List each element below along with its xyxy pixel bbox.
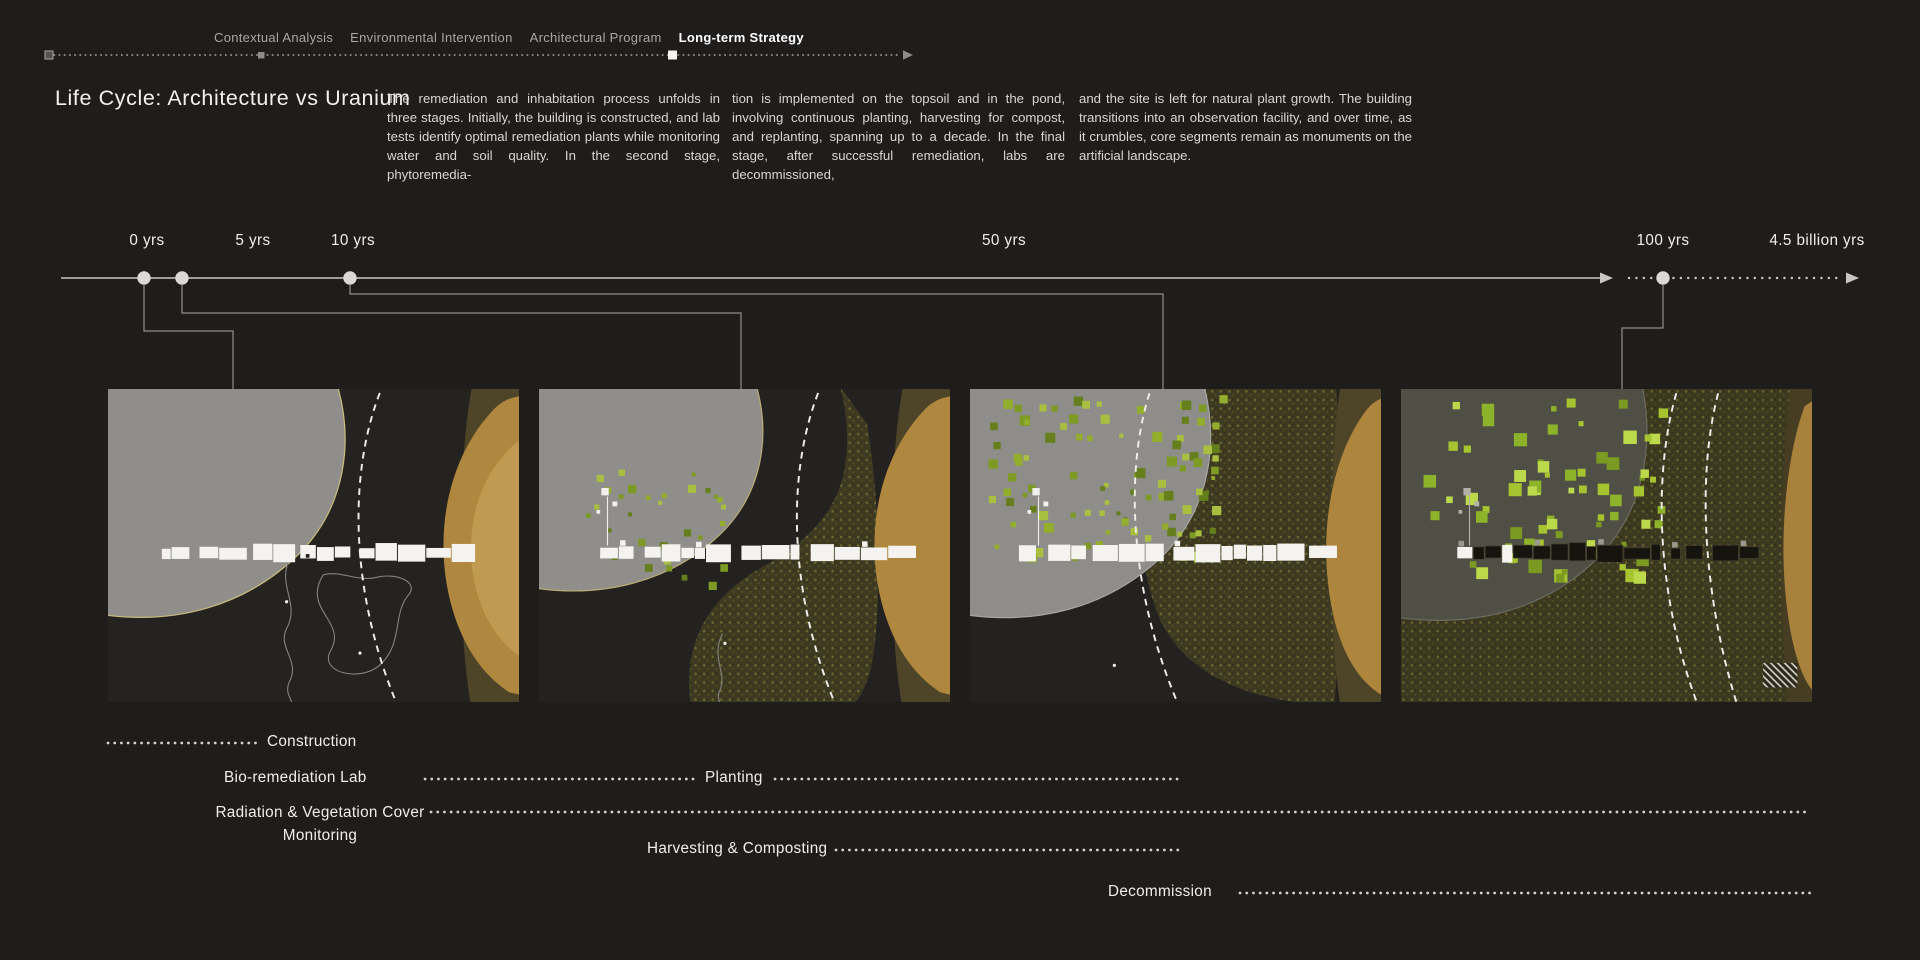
tab-long-term-strategy[interactable]: Long-term Strategy bbox=[678, 30, 804, 45]
nav-progress-marker bbox=[44, 50, 54, 60]
arrow-right-icon bbox=[1846, 272, 1859, 284]
site-plan-stage-3 bbox=[970, 389, 1381, 702]
site-plan-svg-stage-4 bbox=[1401, 389, 1812, 702]
tab-contextual-analysis[interactable]: Contextual Analysis bbox=[214, 30, 334, 45]
timeline-label-5yrs: 5 yrs bbox=[235, 232, 271, 249]
description-column-2: tion is implemented on the topsoil and i… bbox=[732, 91, 1065, 182]
section-nav: Contextual Analysis Environmental Interv… bbox=[214, 30, 804, 45]
timeline-label-50yrs: 50 yrs bbox=[981, 232, 1027, 249]
nav-progress-marker bbox=[258, 52, 265, 59]
phase-label-radiation-vegetation-monitoring: Radiation & Vegetation Cover Monitoring bbox=[215, 804, 425, 844]
nav-progress-marker-active bbox=[668, 50, 677, 60]
timeline-axis bbox=[61, 271, 1859, 285]
phase-label-planting: Planting bbox=[705, 769, 763, 786]
arrow-right-icon bbox=[903, 50, 913, 60]
timeline-label-10yrs: 10 yrs bbox=[330, 232, 376, 249]
timeline-dot-100yrs bbox=[1656, 271, 1670, 285]
connector-stage-3 bbox=[349, 285, 1164, 389]
description-column-1: The remediation and inhabitation process… bbox=[387, 91, 720, 182]
timeline-dot-10yrs bbox=[343, 271, 357, 285]
page-title: Life Cycle: Architecture vs Uranium bbox=[55, 86, 411, 110]
phase-label-harvesting-composting: Harvesting & Composting bbox=[647, 840, 828, 857]
site-plan-stage-4 bbox=[1401, 389, 1812, 702]
site-plan-svg-stage-3 bbox=[970, 389, 1381, 702]
timeline-label-4-5-billion-yrs: 4.5 billion yrs bbox=[1769, 232, 1865, 249]
connector-stage-4 bbox=[1621, 285, 1664, 389]
timeline-dot-0yrs bbox=[137, 271, 151, 285]
site-plan-svg-stage-1 bbox=[108, 389, 519, 702]
nav-progress-line bbox=[44, 50, 913, 60]
description-column-3: and the site is left for natural plant g… bbox=[1079, 91, 1412, 163]
connector-stage-2 bbox=[181, 285, 742, 389]
phase-label-bio-remediation-lab: Bio-remediation Lab bbox=[224, 769, 367, 786]
timeline-connectors bbox=[143, 285, 1664, 389]
arrow-right-icon bbox=[1600, 272, 1613, 284]
connector-stage-1 bbox=[143, 285, 234, 389]
site-plan-stage-1 bbox=[108, 389, 519, 702]
tab-architectural-program[interactable]: Architectural Program bbox=[529, 30, 662, 45]
timeline-label-0yrs: 0 yrs bbox=[129, 232, 165, 249]
timeline-label-100yrs: 100 yrs bbox=[1636, 232, 1690, 249]
site-plan-svg-stage-2 bbox=[539, 389, 950, 702]
phase-label-construction: Construction bbox=[267, 733, 357, 750]
phase-label-decommission: Decommission bbox=[1108, 883, 1212, 900]
site-plan-stage-2 bbox=[539, 389, 950, 702]
timeline-dot-5yrs bbox=[175, 271, 189, 285]
tab-environmental-intervention[interactable]: Environmental Intervention bbox=[350, 30, 513, 45]
